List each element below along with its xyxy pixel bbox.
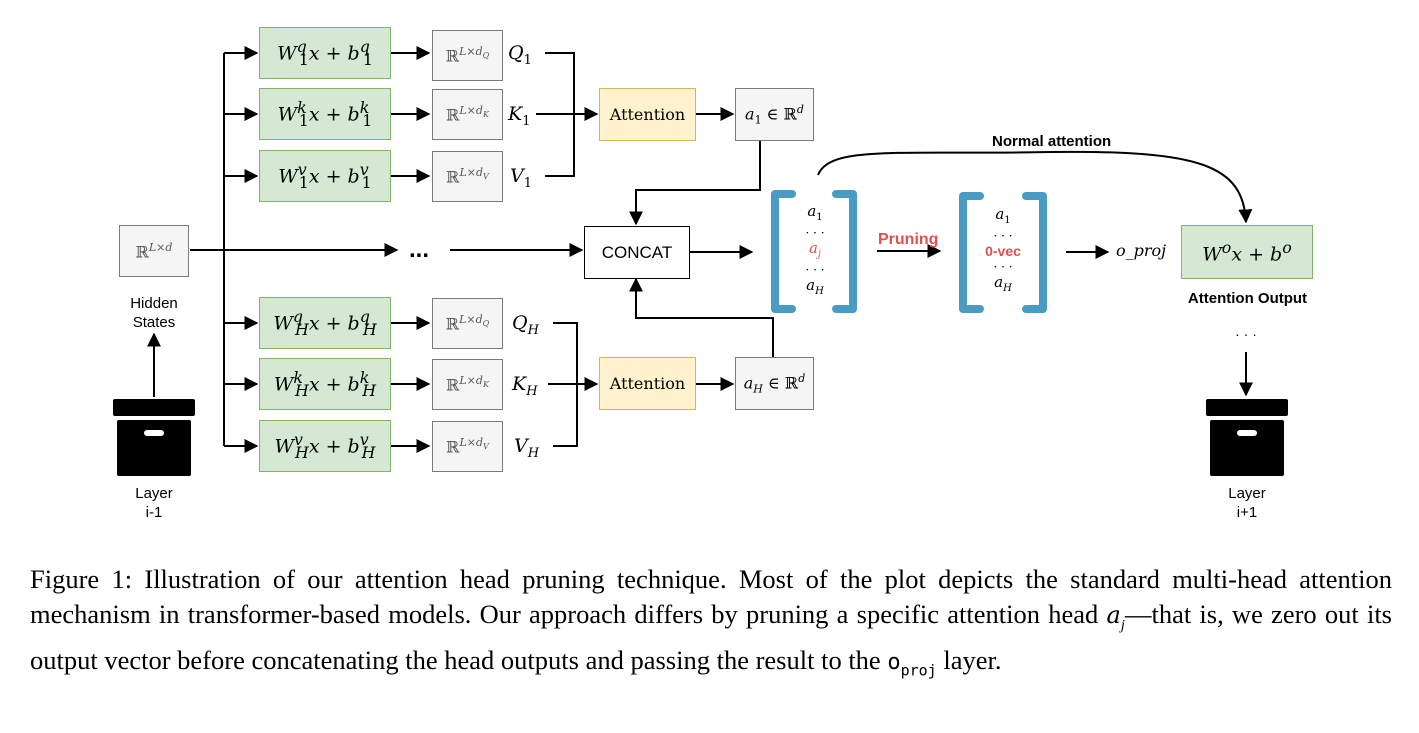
space-box-q1: ℝL×dQ xyxy=(432,30,503,81)
space-box-kH: ℝL×dK xyxy=(432,359,503,410)
hidden-states-label: Hidden States xyxy=(130,295,178,331)
projection-box-v1: Wv1x + bv1 xyxy=(259,150,391,202)
kH-label: KH xyxy=(512,373,538,399)
input-space-box: ℝL×d xyxy=(119,225,189,277)
q1-label: Q1 xyxy=(508,42,532,68)
layer-box-icon-prev xyxy=(113,399,195,476)
vector1-entries: a1 · · · aj · · · aH xyxy=(805,202,825,297)
projection-box-vH: WvHx + bvH xyxy=(259,420,391,472)
normal-attention-label: Normal attention xyxy=(992,133,1112,150)
pruning-label: Pruning xyxy=(878,231,939,248)
space-box-k1: ℝL×dK xyxy=(432,89,503,140)
vector2-right-bracket xyxy=(1022,192,1047,313)
projection-box-kH: WkHx + bkH xyxy=(259,358,391,410)
figure-caption: Figure 1: Illustration of our attention … xyxy=(30,564,1393,680)
space-box-vH: ℝL×dV xyxy=(432,421,503,472)
qH-label: QH xyxy=(512,312,539,338)
output-projection-box: Wox + bo xyxy=(1181,225,1313,279)
layer-next-label: Layer i+1 xyxy=(1228,485,1266,521)
a1-to-concat-line xyxy=(629,140,761,226)
layer-continuation-dots: · · · xyxy=(1235,326,1257,342)
heads-ellipsis: ... xyxy=(409,236,430,263)
v1-label: V1 xyxy=(510,165,533,191)
vector2-left-bracket xyxy=(959,192,984,313)
vector1-left-bracket xyxy=(771,190,796,313)
attention-output-label: Attention Output xyxy=(1187,290,1308,307)
k1-label: K1 xyxy=(508,103,531,129)
projection-box-k1: Wk1x + bk1 xyxy=(259,88,391,140)
output-box-aH: aH ∈ ℝd xyxy=(735,357,814,410)
vector1-right-bracket xyxy=(832,190,857,313)
output-box-a1: a1 ∈ ℝd xyxy=(735,88,814,141)
space-box-v1: ℝL×dV xyxy=(432,151,503,202)
normal-attention-curve xyxy=(817,150,1253,224)
vH-label: VH xyxy=(514,435,540,461)
projection-box-qH: WqHx + bqH xyxy=(259,297,391,349)
attention-box-head1: Attention xyxy=(599,88,696,141)
oproj-label: o_proj xyxy=(1116,241,1167,260)
layer-prev-label: Layer i-1 xyxy=(135,485,173,521)
aH-to-concat-line xyxy=(629,277,774,357)
vector2-entries: a1 · · · 0-vec · · · aH xyxy=(985,205,1021,294)
concat-box: CONCAT xyxy=(584,226,690,279)
layer-box-icon-next xyxy=(1206,399,1288,476)
projection-box-q1: Wq1x + bq1 xyxy=(259,27,391,79)
attention-box-headH: Attention xyxy=(599,357,696,410)
space-box-qH: ℝL×dQ xyxy=(432,298,503,349)
